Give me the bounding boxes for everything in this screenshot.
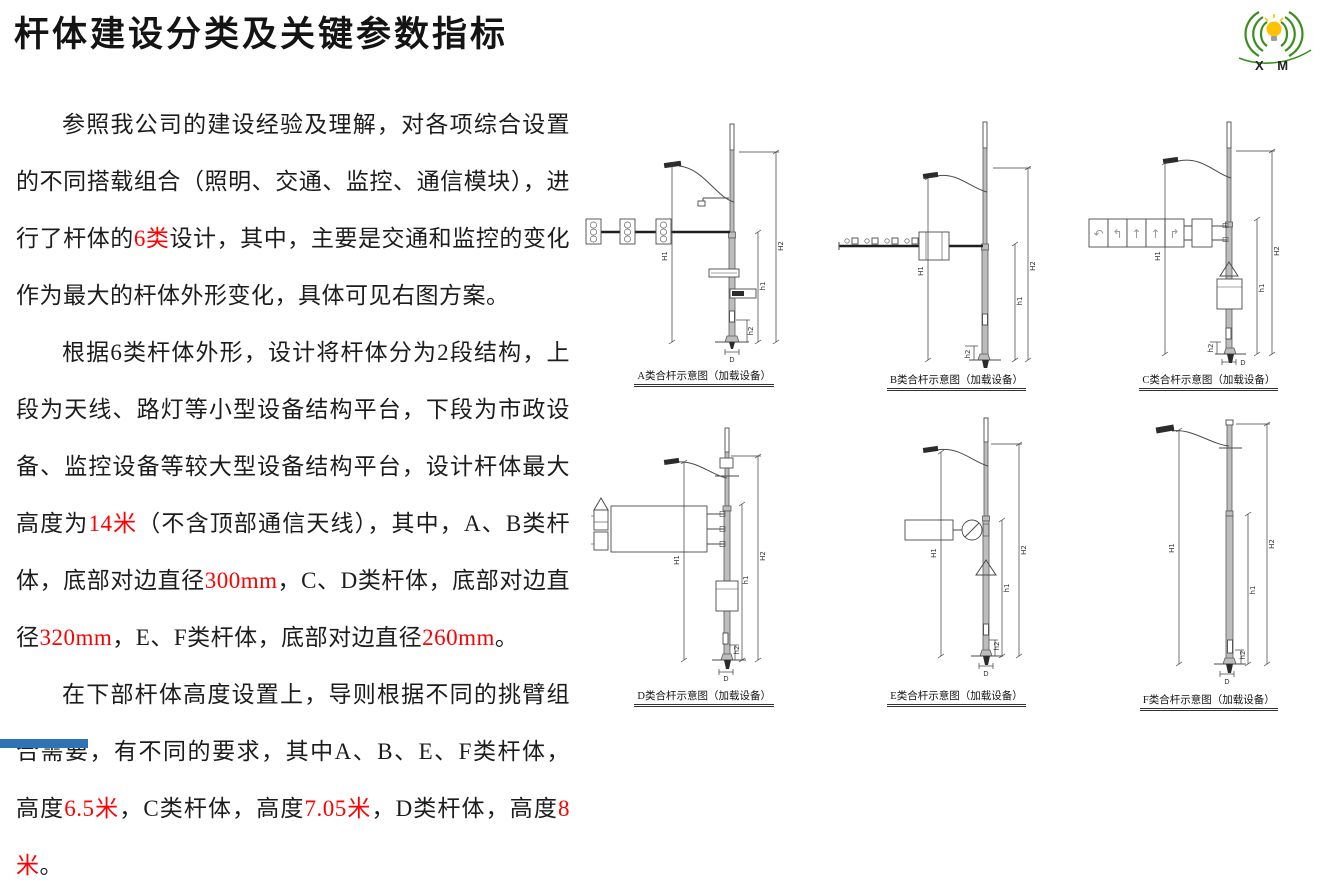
highlighted-text: 14米 bbox=[88, 511, 138, 536]
detector-units bbox=[844, 237, 919, 245]
dimension-lines: H1 H2 h1 h2 D bbox=[673, 453, 767, 683]
pole-diagram-b-icon: H1 H2 h1 h2 bbox=[838, 121, 1037, 368]
text-segment: 根据6类杆体外形，设计将杆体分为2段结构，上段为天线、路灯等小型设备结构平台，下… bbox=[16, 340, 570, 536]
highlighted-text: 6.5米 bbox=[64, 796, 120, 821]
svg-text:D: D bbox=[1224, 678, 1229, 686]
svg-text:H1: H1 bbox=[1168, 543, 1176, 553]
svg-text:H2: H2 bbox=[759, 551, 767, 561]
logo-text: X M bbox=[1255, 58, 1293, 73]
svg-text:H2: H2 bbox=[777, 241, 785, 251]
diagram-caption: F类合杆示意图（加载设备） bbox=[1139, 692, 1278, 711]
paragraph: 参照我公司的建设经验及理解，对各项综合设置的不同搭载组合（照明、交通、监控、通信… bbox=[16, 96, 570, 324]
dimension-lines: H1 H2 h1 h2 D bbox=[930, 441, 1028, 678]
svg-text:H1: H1 bbox=[917, 266, 925, 276]
svg-text:h1: h1 bbox=[759, 282, 767, 291]
highlighted-text: 6类 bbox=[133, 226, 170, 251]
svg-text:H2: H2 bbox=[1273, 246, 1281, 256]
svg-text:H1: H1 bbox=[673, 555, 681, 565]
pole-diagram-c-icon: ↶ ↰ ↑ ↑ ↱ H1 bbox=[1088, 121, 1281, 367]
svg-text:D: D bbox=[723, 675, 728, 683]
dimension-lines: H1 H2 h1 h2 D bbox=[1154, 148, 1281, 367]
svg-text:h1: h1 bbox=[742, 576, 750, 585]
text-segment: ，C、D类杆体，底部对边直径 bbox=[16, 568, 571, 650]
highlighted-text: 260mm bbox=[422, 625, 495, 650]
svg-text:↶: ↶ bbox=[1093, 227, 1103, 241]
highlighted-text: 300mm bbox=[204, 568, 278, 593]
svg-text:h1: h1 bbox=[1016, 297, 1024, 306]
traffic-signal-heads bbox=[585, 218, 672, 245]
text-segment: 设计，其中，主要是交通和监控的变化作为最大的杆体外形变化，具体可见右图方案。 bbox=[16, 226, 571, 308]
company-logo: X M bbox=[1238, 11, 1312, 73]
svg-text:↰: ↰ bbox=[1112, 227, 1122, 241]
diagram-cell-b: H1 H2 h1 h2 B类合杆示意图（加载设备） bbox=[830, 106, 1082, 398]
diagram-caption: A类合杆示意图（加载设备） bbox=[634, 368, 774, 387]
dimension-lines: H1 H2 h1 h2 D bbox=[661, 149, 785, 364]
paragraph: 在下部杆体高度设置上，导则根据不同的挑臂组合需要，有不同的要求，其中A、B、E、… bbox=[16, 666, 570, 894]
diagram-grid: H1 H2 h1 h2 D A类合杆示意图（加载设备） bbox=[578, 106, 1335, 726]
footer-accent-bar bbox=[0, 739, 88, 748]
text-segment: 参照我公司的建设经验及理解，对各项综合设置的不同搭载组合（照明、交通、监控、通信… bbox=[16, 112, 570, 251]
page-title: 杆体建设分类及关键参数指标 bbox=[14, 15, 509, 54]
text-segment: ，E、F类杆体，底部对边直径 bbox=[112, 625, 423, 650]
pole-diagram-d-icon: H1 H2 h1 h2 D bbox=[591, 427, 767, 683]
svg-text:H2: H2 bbox=[1268, 539, 1276, 549]
text-segment: 。 bbox=[39, 853, 63, 878]
svg-text:↑: ↑ bbox=[1131, 227, 1141, 241]
diagram-cell-a: H1 H2 h1 h2 D A类合杆示意图（加载设备） bbox=[578, 106, 830, 398]
lane-direction-signs: ↶ ↰ ↑ ↑ ↱ bbox=[1088, 218, 1185, 248]
highlighted-text: 7.05米 bbox=[304, 796, 372, 821]
svg-text:h1: h1 bbox=[1003, 584, 1011, 593]
body-text: 参照我公司的建设经验及理解，对各项综合设置的不同搭载组合（照明、交通、监控、通信… bbox=[16, 96, 570, 894]
pole-diagram-a-icon: H1 H2 h1 h2 D bbox=[585, 123, 785, 364]
svg-text:↱: ↱ bbox=[1169, 227, 1179, 241]
svg-text:H1: H1 bbox=[1154, 251, 1162, 261]
svg-text:D: D bbox=[1240, 359, 1245, 367]
svg-text:↑: ↑ bbox=[1150, 227, 1160, 241]
svg-text:H2: H2 bbox=[1020, 545, 1028, 555]
text-segment: （不含顶部通信天线），其中，A、B类杆体，底部对边直径 bbox=[16, 511, 571, 593]
svg-text:h2: h2 bbox=[733, 646, 741, 655]
svg-text:h2: h2 bbox=[747, 327, 755, 336]
svg-text:H1: H1 bbox=[661, 251, 669, 261]
dimension-lines: H1 H2 h1 h2 D bbox=[1168, 421, 1276, 686]
dimension-lines: H1 H2 h1 h2 bbox=[917, 165, 1037, 363]
svg-text:h2: h2 bbox=[1207, 344, 1215, 353]
pole-diagram-e-icon: H1 H2 h1 h2 D bbox=[905, 417, 1028, 678]
svg-text:D: D bbox=[729, 356, 734, 364]
pole-diagram-f-icon: H1 H2 h1 h2 D bbox=[1155, 419, 1276, 686]
diagram-caption: C类合杆示意图（加载设备） bbox=[1139, 372, 1279, 391]
svg-text:h1: h1 bbox=[1249, 586, 1257, 595]
diagram-caption: E类合杆示意图（加载设备） bbox=[887, 688, 1026, 707]
lightbulb-icon bbox=[1264, 14, 1284, 41]
svg-text:h2: h2 bbox=[993, 642, 1001, 651]
text-segment: ，D类杆体，高度 bbox=[371, 796, 558, 821]
svg-text:h2: h2 bbox=[964, 350, 972, 359]
svg-text:H1: H1 bbox=[930, 548, 938, 558]
diagram-cell-f: H1 H2 h1 h2 D F类合杆示意图（加载设备） bbox=[1083, 398, 1335, 714]
diagram-caption: B类合杆示意图（加载设备） bbox=[886, 372, 1026, 391]
signal-arcs-icon bbox=[1238, 11, 1312, 64]
svg-text:D: D bbox=[984, 670, 989, 678]
diagram-cell-c: ↶ ↰ ↑ ↑ ↱ H1 bbox=[1083, 106, 1335, 398]
svg-text:H2: H2 bbox=[1029, 261, 1037, 271]
paragraph: 根据6类杆体外形，设计将杆体分为2段结构，上段为天线、路灯等小型设备结构平台，下… bbox=[16, 324, 570, 666]
text-segment: ，C类杆体，高度 bbox=[119, 796, 305, 821]
sign-mounting-device bbox=[591, 497, 610, 551]
text-segment: 。 bbox=[494, 625, 519, 650]
diagram-cell-e: H1 H2 h1 h2 D E类合杆示意图（加载设备） bbox=[830, 398, 1082, 714]
svg-text:h1: h1 bbox=[1258, 284, 1266, 293]
diagram-cell-d: H1 H2 h1 h2 D D类合杆示意图（加载设备） bbox=[578, 398, 830, 714]
svg-text:h2: h2 bbox=[1239, 651, 1247, 660]
diagram-caption: D类合杆示意图（加载设备） bbox=[634, 688, 774, 707]
highlighted-text: 320mm bbox=[39, 625, 113, 650]
